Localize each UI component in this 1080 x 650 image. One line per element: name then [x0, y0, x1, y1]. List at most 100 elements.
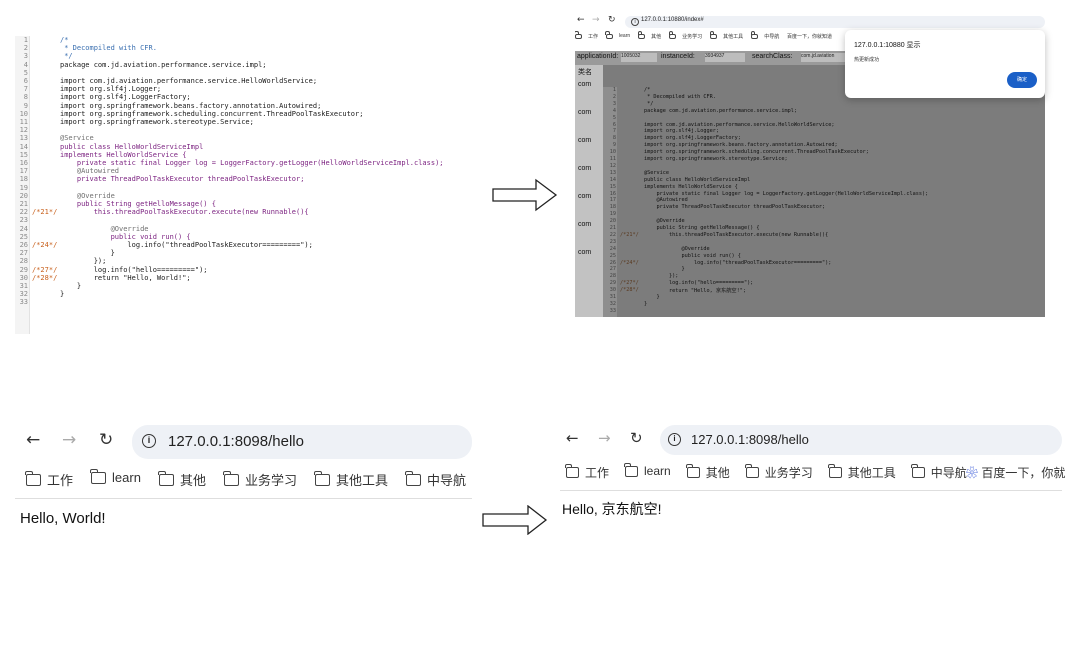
page-content-right: Hello, 京东航空!: [562, 501, 662, 517]
class-list-item[interactable]: com: [578, 81, 592, 88]
line-marker: /*24*/: [620, 259, 639, 266]
bookmark-item[interactable]: 工作: [575, 31, 598, 40]
folder-icon: [668, 31, 677, 39]
bookmark-item[interactable]: 其他: [686, 464, 730, 481]
code-line: @Override: [60, 224, 149, 233]
url-text-left: 127.0.0.1:8098/hello: [168, 433, 304, 450]
bookmark-item[interactable]: 业务学习: [745, 464, 813, 481]
class-list-item[interactable]: com: [578, 249, 592, 256]
url-bar-left[interactable]: [132, 425, 472, 459]
bookmark-item[interactable]: 中导航: [750, 31, 779, 40]
line-number: 3: [612, 100, 616, 107]
bookmark-label: learn: [644, 464, 671, 478]
line-number: 6: [23, 77, 28, 85]
class-list-item[interactable]: com: [578, 137, 592, 144]
bookmark-item[interactable]: 百度一下，你就知道: [787, 34, 833, 40]
bookmark-item[interactable]: 工作: [25, 470, 73, 489]
reload-icon[interactable]: ↻: [99, 430, 114, 450]
bookmark-item[interactable]: 工作: [565, 464, 610, 481]
line-number: 33: [19, 298, 28, 307]
bookmark-item[interactable]: 其他: [637, 31, 661, 40]
mini-code-backdrop: [603, 65, 1045, 317]
line-number: 14: [19, 142, 28, 151]
line-number: 18: [609, 204, 616, 211]
code-line: }: [644, 300, 648, 307]
line-number: 14: [609, 176, 616, 183]
line-number: 3: [23, 52, 28, 61]
bookmark-item[interactable]: learn: [624, 462, 671, 478]
reload-icon[interactable]: ↻: [630, 429, 643, 447]
forward-icon[interactable]: →: [598, 429, 611, 447]
line-number: 13: [19, 134, 28, 143]
url-bar-right[interactable]: [660, 425, 1062, 455]
class-list-item[interactable]: com: [578, 193, 592, 200]
bookmark-item[interactable]: learn: [605, 30, 630, 39]
bookmark-item[interactable]: 中导航: [405, 470, 466, 489]
line-number: 17: [609, 197, 616, 204]
alert-ok-button[interactable]: 确定: [1007, 72, 1037, 88]
code-line: import org.springframework.scheduling.co…: [60, 109, 364, 118]
bookmark-item[interactable]: 中导航: [911, 464, 967, 481]
bookmark-label: 其他工具: [335, 473, 388, 488]
arrow-right-icon: [482, 505, 548, 535]
line-number: 11: [609, 156, 616, 162]
app-id-select[interactable]: 1005032: [621, 53, 657, 62]
mini-url-bar[interactable]: [625, 16, 1045, 28]
back-icon[interactable]: ←: [26, 430, 41, 450]
code-line: implements HelloWorldService {: [60, 150, 187, 159]
class-list-item[interactable]: com: [578, 165, 592, 172]
bookmark-label: 其他: [179, 473, 206, 488]
code-line: return "Hello, 京东航空!";: [644, 288, 746, 295]
code-line: import com.jd.aviation.performance.servi…: [644, 121, 835, 128]
bookmark-item[interactable]: 其他工具: [314, 470, 388, 489]
bookmark-label: 工作: [585, 466, 610, 480]
mini-info-icon[interactable]: i: [631, 18, 639, 26]
code-line: @Autowired: [60, 167, 120, 176]
code-line: this.threadPoolTaskExecutor.execute(new …: [644, 231, 829, 238]
line-number: 5: [612, 114, 616, 121]
code-line: public class HelloWorldServiceImpl: [644, 176, 751, 183]
code-line: });: [60, 257, 107, 266]
folder-icon: [158, 470, 174, 486]
search-class-input[interactable]: com.jd.aviation: [801, 53, 845, 62]
bookmark-item[interactable]: 其他工具: [828, 464, 896, 481]
line-number: 7: [23, 85, 28, 94]
mini-back-icon[interactable]: ←: [577, 15, 585, 25]
folder-icon: [314, 470, 330, 486]
back-icon[interactable]: ←: [566, 429, 579, 447]
class-list-item[interactable]: com: [578, 109, 592, 116]
line-number: 31: [609, 294, 616, 300]
code-line: import org.springframework.stereotype.Se…: [644, 156, 788, 162]
folder-icon: [911, 464, 925, 478]
app-id-label: applicationId:: [577, 53, 619, 60]
line-number: 5: [23, 68, 28, 77]
info-icon[interactable]: i: [142, 434, 156, 448]
bookmark-item[interactable]: learn: [90, 468, 141, 485]
line-number: 9: [23, 101, 28, 110]
line-number: 19: [609, 211, 616, 218]
mini-forward-icon[interactable]: →: [592, 15, 600, 25]
alert-title: 127.0.0.1:10880 显示: [854, 42, 921, 49]
folder-icon: [565, 464, 579, 478]
class-list-item[interactable]: com: [578, 221, 592, 228]
class-list-item[interactable]: 类名: [578, 69, 592, 76]
info-icon[interactable]: i: [668, 433, 681, 446]
baidu-bookmark[interactable]: ❀ 百度一下，你就: [966, 464, 1065, 481]
forward-icon[interactable]: →: [62, 430, 77, 450]
bookmark-item[interactable]: 其他工具: [709, 31, 743, 40]
line-number: 27: [609, 266, 616, 273]
mini-side-list: [575, 65, 603, 317]
instance-id-label: instanceId:: [661, 53, 695, 60]
bookmark-item[interactable]: 业务学习: [223, 470, 297, 489]
line-marker: /*21*/: [32, 208, 58, 217]
bookmark-item[interactable]: 业务学习: [668, 31, 702, 40]
line-number: 6: [612, 121, 616, 128]
instance-id-select[interactable]: 3934937: [705, 53, 745, 62]
bookmark-item[interactable]: 其他: [158, 470, 206, 489]
line-number: 23: [609, 238, 616, 245]
mini-reload-icon[interactable]: ↻: [608, 15, 616, 25]
code-line: }: [60, 282, 82, 290]
code-line: import org.slf4j.LoggerFactory;: [60, 93, 191, 102]
line-number: 12: [609, 162, 616, 169]
folder-icon: [624, 462, 639, 477]
